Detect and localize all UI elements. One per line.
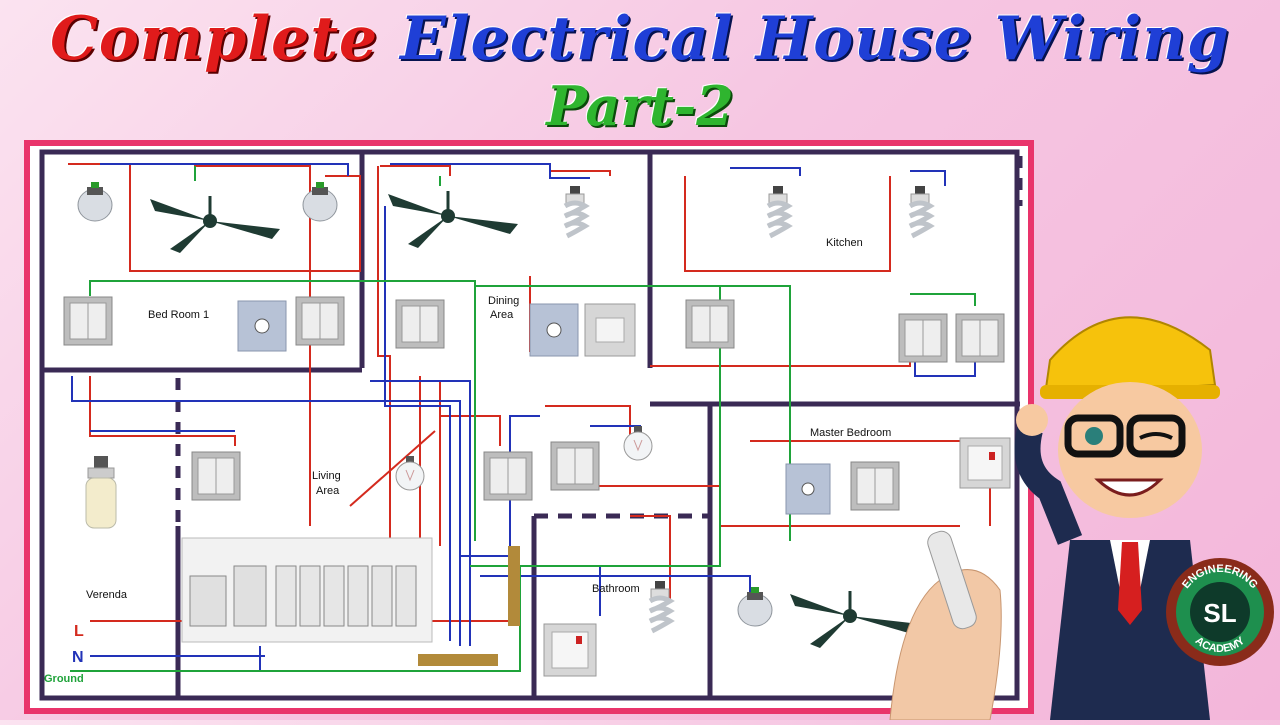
switch-board-icon xyxy=(850,461,900,511)
fixtures xyxy=(63,181,1011,677)
title-part-complete: Complete xyxy=(50,4,379,74)
video-subtitle: Part-2 xyxy=(546,74,734,138)
floor-plan-canvas: Bed Room 1 Dining Area Kitchen Living Ar… xyxy=(30,146,1028,708)
dimmer-icon xyxy=(529,303,579,357)
dimmer-icon xyxy=(785,463,831,515)
cfl-lamp-icon xyxy=(565,186,585,236)
label-ground: Ground xyxy=(44,673,84,685)
floor-plan-frame: Bed Room 1 Dining Area Kitchen Living Ar… xyxy=(24,140,1034,714)
room-label-dining-2: Area xyxy=(490,309,514,321)
room-label-master-bedroom: Master Bedroom xyxy=(810,427,891,439)
earth-wires xyxy=(70,166,976,672)
glass-bulb-icon xyxy=(623,425,653,461)
engineer-mascot xyxy=(1010,290,1280,720)
cfl-lamp-icon xyxy=(650,581,670,631)
ceiling-fan-icon xyxy=(386,189,520,250)
room-label-bedroom1: Bed Room 1 xyxy=(148,309,209,321)
socket-icon xyxy=(543,623,597,677)
switch-board-icon xyxy=(898,313,948,363)
bulb-icon xyxy=(737,586,773,627)
room-label-verenda: Verenda xyxy=(86,589,128,601)
switch-board-icon xyxy=(395,299,445,349)
bell-switch-icon xyxy=(584,303,636,357)
room-labels: Bed Room 1 Dining Area Kitchen Living Ar… xyxy=(86,237,891,601)
ceiling-fan-icon xyxy=(148,194,282,255)
label-line: L xyxy=(74,623,84,640)
cfl-lamp-icon xyxy=(910,186,930,236)
corn-lamp-icon xyxy=(85,456,117,529)
cfl-lamp-icon xyxy=(768,186,788,236)
engineering-academy-logo: ENGINEERING ACADEMY SL xyxy=(1164,556,1276,668)
room-label-living-2: Area xyxy=(316,485,340,497)
room-label-living-1: Living xyxy=(312,470,341,482)
video-title: Complete Electrical House Wiring xyxy=(0,4,1280,74)
dimmer-icon xyxy=(237,300,287,352)
label-neutral: N xyxy=(72,649,84,666)
switch-board-icon xyxy=(955,313,1005,363)
distribution-board xyxy=(181,537,520,666)
switch-board-icon xyxy=(685,299,735,349)
supply-labels: L N Ground xyxy=(44,623,84,685)
room-label-kitchen: Kitchen xyxy=(826,237,863,249)
bulb-icon xyxy=(77,181,113,222)
drawing-hand xyxy=(889,530,1002,720)
switch-board-icon xyxy=(191,451,241,501)
switch-board-icon xyxy=(550,441,600,491)
room-label-dining-1: Dining xyxy=(488,295,519,307)
room-label-bathroom: Bathroom xyxy=(592,583,640,595)
logo-monogram: SL xyxy=(1203,598,1236,628)
bulb-icon xyxy=(302,181,338,222)
logo-bottom-text: ACADEMY xyxy=(1193,634,1248,655)
svg-text:ACADEMY: ACADEMY xyxy=(1193,634,1248,655)
socket-icon xyxy=(959,437,1011,489)
switch-board-icon xyxy=(295,296,345,346)
switch-board-icon xyxy=(483,451,533,501)
switch-board-icon xyxy=(63,296,113,346)
title-part-wiring: Electrical House Wiring xyxy=(400,4,1230,74)
